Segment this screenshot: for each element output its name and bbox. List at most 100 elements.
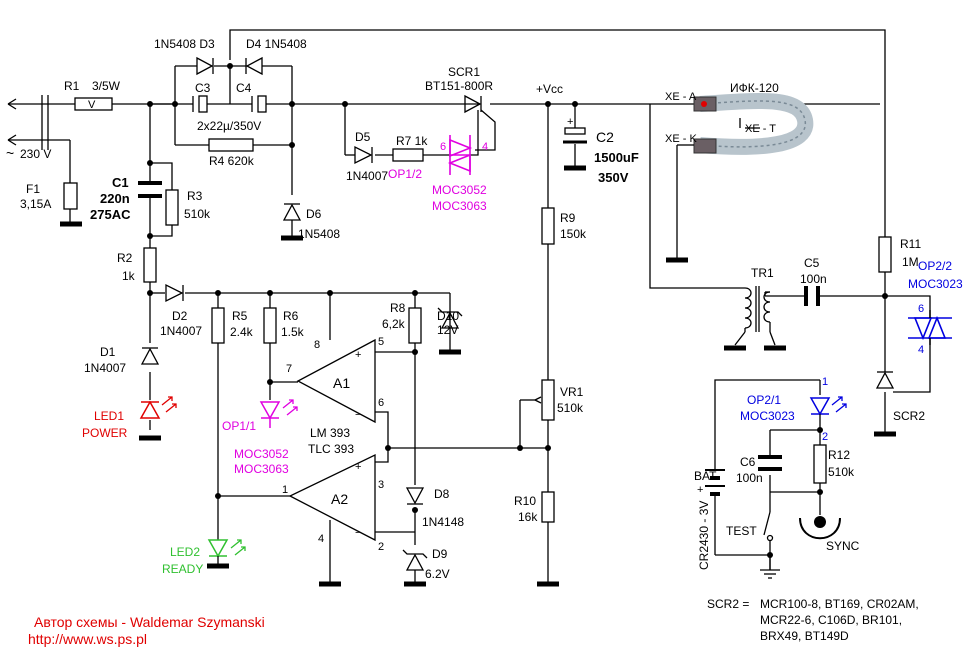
comparator-a2: A2 + − 1 3 4 2 [282, 453, 384, 553]
r6-value: 1.5k [281, 325, 305, 339]
d6-ref: D6 [306, 207, 322, 221]
diode-d5: D5 1N4007 [346, 130, 388, 183]
r10-value: 16k [518, 510, 538, 524]
signal-ground-icon [760, 569, 780, 579]
resistor-r1: V R1 3/5W [64, 79, 121, 111]
svg-text:4: 4 [918, 344, 924, 356]
diode-d3: 1N5408 D3 [154, 37, 215, 76]
op22-value: MOC3023 [908, 277, 963, 291]
lamp-pin-a: XE - A [665, 91, 697, 103]
scr2-note-line-3: BRX49, BT149D [760, 629, 849, 643]
mains-input: ~ 230 V F1 3,15A [6, 95, 78, 224]
comparator-part-1: LM 393 [310, 426, 350, 440]
r3-value: 510k [184, 207, 211, 221]
author-credit: Автор схемы - Waldemar Szymanski [34, 614, 265, 630]
svg-text:+: + [697, 484, 703, 496]
resistor-r2: R2 1k [117, 247, 157, 283]
svg-text:4: 4 [318, 533, 324, 545]
svg-text:−: − [355, 527, 361, 539]
c2-value: 1500uF [594, 150, 639, 165]
scr1-ref: SCR1 [448, 65, 480, 79]
capacitor-c3: C3 [192, 81, 211, 113]
battery-bat: BAT + CR2430 - 3V [694, 469, 725, 570]
svg-text:V: V [88, 99, 96, 111]
r4-ref: R4 620k [209, 154, 255, 168]
c1-ref: C1 [112, 175, 129, 190]
zener-d9: D9 6.2V [402, 547, 450, 582]
ac-symbol: ~ [6, 145, 14, 161]
resistor-r4: R4 620k [208, 138, 255, 168]
resistor-r12: R12 510k [813, 444, 855, 484]
svg-text:2: 2 [822, 431, 828, 443]
fuse-ref-label: F1 [26, 182, 40, 196]
fuse-value-label: 3,15A [20, 197, 51, 211]
d1-ref: D1 [100, 345, 116, 359]
diode-d4: D4 1N5408 [245, 37, 307, 76]
light-rays-icon [161, 396, 177, 413]
d8-value: 1N4148 [422, 515, 464, 529]
svg-text:+: + [567, 116, 573, 128]
led-ready: LED2 READY [162, 539, 246, 576]
diode-d6: D6 1N5408 [282, 203, 340, 241]
light-rays-icon [282, 399, 298, 416]
a1-ref: A1 [333, 375, 350, 391]
fuse-f1 [63, 182, 78, 210]
r6-ref: R6 [283, 309, 299, 323]
c5-ref: C5 [804, 256, 820, 270]
optocoupler-op1-2-triac [447, 135, 473, 175]
light-rays-icon [230, 539, 246, 556]
svg-text:6: 6 [378, 397, 384, 409]
capacitor-c2: + C2 1500uF 350V [563, 116, 639, 185]
bat-ref: BAT [694, 469, 717, 483]
r7-ref: R7 1k [396, 134, 428, 148]
d10-ref: D10 [437, 309, 459, 323]
resistor-r8: R8 6,2k [382, 301, 422, 344]
r12-ref: R12 [828, 448, 850, 462]
d1-value: 1N4007 [84, 361, 126, 375]
d9-ref: D9 [432, 547, 448, 561]
led1-ref: LED1 [94, 409, 124, 423]
resistor-r11: R11 1M [878, 236, 921, 273]
scr2-note-line-2: MCR22-6, C106D, BR101, [760, 613, 902, 627]
r8-ref: R8 [390, 301, 406, 315]
svg-text:4: 4 [482, 141, 488, 153]
svg-text:8: 8 [314, 339, 320, 351]
test-switch: TEST [726, 511, 774, 542]
d4-ref: D4 1N5408 [246, 37, 307, 51]
author-url[interactable]: http://www.ws.ps.pl [28, 631, 147, 647]
r3-ref: R3 [187, 189, 203, 203]
c6-value: 100n [736, 471, 763, 485]
input-arrow-icon [7, 98, 17, 110]
svg-text:5: 5 [378, 336, 384, 348]
lamp-pin-k: XE - K [665, 133, 697, 145]
d2-ref: D2 [172, 309, 188, 323]
vr1-ref: VR1 [560, 385, 584, 399]
scr2-ref: SCR2 [893, 409, 925, 423]
svg-text:3: 3 [378, 479, 384, 491]
optocoupler-op1-1-led: OP1/1 MOC3052 MOC3063 [222, 399, 298, 476]
c6-ref: C6 [740, 455, 756, 469]
d8-ref: D8 [434, 487, 450, 501]
r2-ref: R2 [117, 251, 133, 265]
r2-value: 1k [122, 269, 136, 283]
r9-value: 150k [560, 227, 587, 241]
vcc-label: +Vcc [536, 82, 563, 96]
led2-label: READY [162, 562, 203, 576]
mains-voltage-label: 230 V [20, 147, 51, 161]
op21-value: MOC3023 [740, 409, 795, 423]
bat-value: CR2430 - 3V [697, 501, 711, 570]
c1-value: 220n [100, 191, 130, 206]
input-arrow-neutral-icon [7, 134, 17, 146]
r1-value: 3/5W [92, 79, 121, 93]
scr2-note-prefix: SCR2 = [707, 597, 749, 611]
r5-ref: R5 [232, 309, 248, 323]
resistor-r9: R9 150k [541, 207, 587, 245]
resistor-r10: R10 16k [514, 491, 555, 524]
c3-c4-value: 2x22µ/350V [197, 119, 261, 133]
scr1-value: BT151-800R [425, 79, 493, 93]
tr1-ref: TR1 [751, 266, 774, 280]
op21-ref: OP2/1 [747, 393, 781, 407]
led1-label: POWER [82, 426, 128, 440]
d3-ref: 1N5408 D3 [154, 37, 215, 51]
c5-value: 100n [800, 272, 827, 286]
